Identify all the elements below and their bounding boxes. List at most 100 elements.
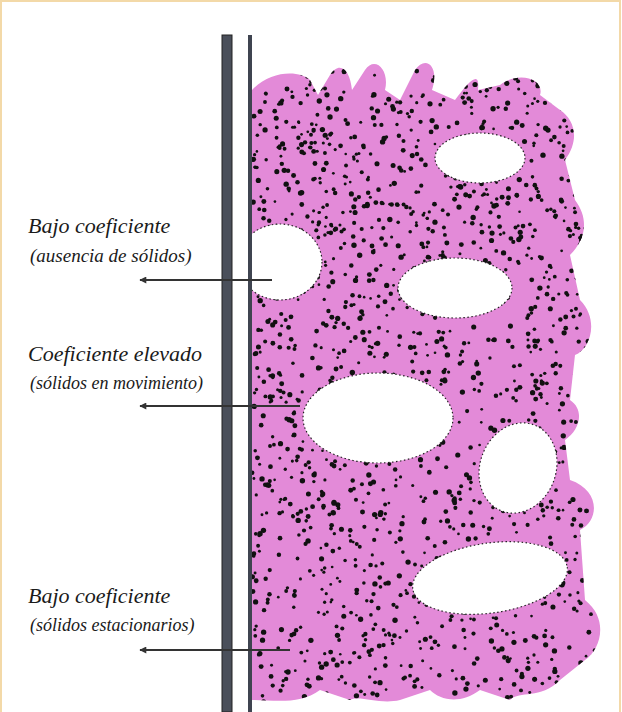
particle — [392, 181, 397, 186]
particle — [313, 89, 316, 92]
particle — [280, 324, 283, 327]
particle — [603, 293, 608, 298]
particle — [407, 115, 411, 119]
particle — [305, 541, 308, 544]
particle — [375, 693, 380, 698]
particle — [267, 592, 272, 597]
particle — [557, 292, 560, 295]
particle — [320, 569, 323, 572]
particle — [583, 459, 587, 463]
particle — [593, 530, 597, 534]
particle — [442, 378, 447, 383]
particle — [503, 76, 506, 79]
particle — [545, 701, 550, 706]
particle — [511, 640, 516, 645]
particle — [371, 278, 375, 282]
particle — [355, 591, 359, 595]
particle — [366, 649, 371, 654]
particle — [576, 674, 579, 677]
particle — [253, 449, 257, 453]
particle — [521, 224, 526, 229]
particle — [572, 517, 577, 522]
particle — [368, 330, 372, 334]
particle — [530, 696, 533, 699]
leader-arrow — [140, 405, 300, 407]
particle — [376, 606, 381, 611]
particle — [439, 383, 442, 386]
particle — [475, 208, 478, 211]
particle — [255, 455, 260, 460]
particle — [593, 648, 597, 652]
particle — [591, 455, 596, 460]
particle — [419, 495, 422, 498]
particle — [363, 569, 366, 572]
particle — [573, 194, 576, 197]
particle — [577, 508, 582, 513]
particle — [300, 471, 303, 474]
particle — [443, 233, 447, 237]
particle — [490, 55, 493, 58]
particle — [358, 545, 362, 549]
particle — [463, 221, 466, 224]
particle — [300, 447, 304, 451]
particle — [274, 116, 279, 121]
particle — [428, 210, 431, 213]
particle — [373, 74, 376, 77]
particle — [441, 331, 445, 335]
particle — [443, 345, 446, 348]
particle — [284, 468, 287, 471]
particle — [461, 95, 465, 99]
particle — [441, 250, 444, 253]
particle — [255, 624, 258, 627]
particle — [286, 417, 291, 422]
particle — [526, 331, 531, 336]
particle — [579, 236, 583, 240]
particle — [543, 126, 548, 131]
particle — [555, 680, 559, 684]
particle — [284, 670, 287, 673]
particle — [333, 459, 337, 463]
particle — [605, 505, 610, 510]
particle — [253, 391, 256, 394]
particle — [375, 464, 378, 467]
particle — [561, 460, 564, 463]
particle — [280, 396, 283, 399]
particle — [395, 123, 398, 126]
particle — [475, 656, 480, 661]
particle — [609, 277, 612, 280]
particle — [589, 453, 593, 457]
particle — [342, 90, 345, 93]
particle — [443, 540, 448, 545]
particle — [394, 541, 397, 544]
particle — [400, 664, 403, 667]
particle — [432, 220, 437, 225]
particle — [324, 190, 328, 194]
particle — [292, 411, 296, 415]
particle — [570, 309, 573, 312]
particle — [480, 59, 485, 64]
particle — [364, 638, 368, 642]
particle — [370, 691, 375, 696]
particle — [589, 263, 594, 268]
particle — [531, 79, 535, 83]
particle — [574, 307, 578, 311]
particle — [472, 82, 477, 87]
particle — [396, 220, 400, 224]
particle — [419, 647, 422, 650]
particle — [576, 293, 579, 296]
particle — [576, 80, 581, 85]
particle — [479, 61, 484, 66]
particle — [268, 394, 273, 399]
particle — [414, 352, 418, 356]
particle — [263, 339, 267, 343]
particle — [445, 518, 450, 523]
particle — [496, 106, 499, 109]
particle — [533, 327, 537, 331]
wall-outer — [222, 35, 232, 712]
particle — [596, 571, 599, 574]
particle — [335, 662, 340, 667]
particle — [331, 566, 334, 569]
particle — [531, 702, 534, 705]
particle — [590, 378, 593, 381]
particle — [534, 133, 538, 137]
